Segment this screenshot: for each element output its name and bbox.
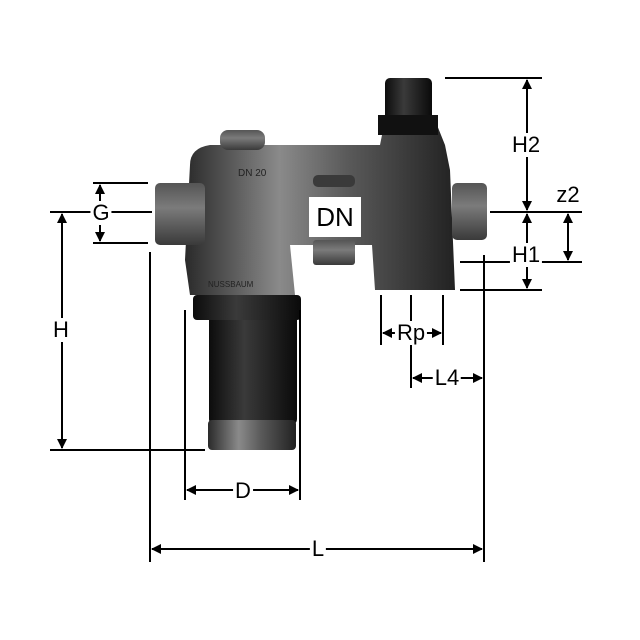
- dimension-label-l: L: [309, 536, 327, 561]
- body-brand-marking: NUSSBAUM: [208, 280, 254, 289]
- dimension-label-h: H: [51, 317, 71, 342]
- dimension-label-d: D: [233, 478, 253, 503]
- dimension-label-g: G: [90, 200, 112, 225]
- dimension-label-rp: Rp: [394, 320, 428, 345]
- dn-label: DN: [309, 197, 361, 237]
- dimension-label-z2: z2: [554, 182, 582, 207]
- dimension-label-h1: H1: [509, 242, 543, 267]
- valve-body: DN 20 NUSSBAUM: [155, 78, 487, 450]
- body-size-marking: DN 20: [238, 168, 267, 179]
- dimension-label-l4: L4: [432, 365, 462, 390]
- dimension-label-h2: H2: [509, 132, 543, 157]
